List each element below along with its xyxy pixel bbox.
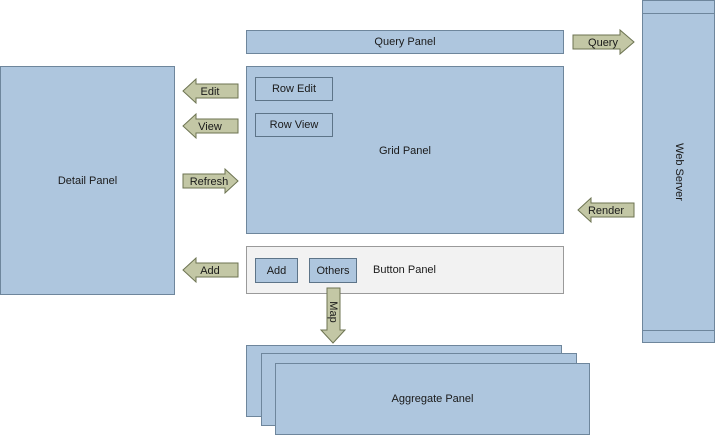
web-server-top-band [643,13,714,14]
add-button-label: Add [266,264,287,277]
row-edit-button[interactable]: Row Edit [255,77,333,101]
others-button[interactable]: Others [309,258,357,283]
web-server-bottom-band [643,330,714,331]
map-arrow: Map [319,287,347,344]
query-panel-label: Query Panel [374,36,436,48]
aggregate-panel: Aggregate Panel [275,363,590,435]
others-button-label: Others [316,264,350,277]
web-server-panel: Web Server [642,0,715,343]
edit-arrow: Edit [182,77,239,105]
query-arrow: Query [572,28,635,56]
add-arrow: Add [182,256,239,284]
edit-arrow-label: Edit [201,86,220,98]
row-view-button[interactable]: Row View [255,113,333,137]
view-arrow: View [182,112,239,140]
detail-panel-label: Detail Panel [57,174,118,187]
button-panel-label: Button Panel [373,264,436,276]
render-arrow: Render [577,196,635,224]
row-view-label: Row View [269,119,319,131]
detail-panel: Detail Panel [0,66,175,295]
map-arrow-label: Map [327,301,339,322]
refresh-arrow: Refresh [182,167,239,195]
view-arrow-label: View [198,121,222,133]
add-arrow-label: Add [200,265,220,277]
render-arrow-label: Render [588,205,624,217]
row-edit-label: Row Edit [271,83,317,95]
query-panel: Query Panel [246,30,564,54]
grid-panel-label: Grid Panel [379,145,431,157]
add-button[interactable]: Add [255,258,298,283]
button-panel: Button Panel [246,246,564,294]
refresh-arrow-label: Refresh [190,176,229,188]
query-arrow-label: Query [588,37,618,49]
aggregate-panel-label: Aggregate Panel [391,393,474,405]
